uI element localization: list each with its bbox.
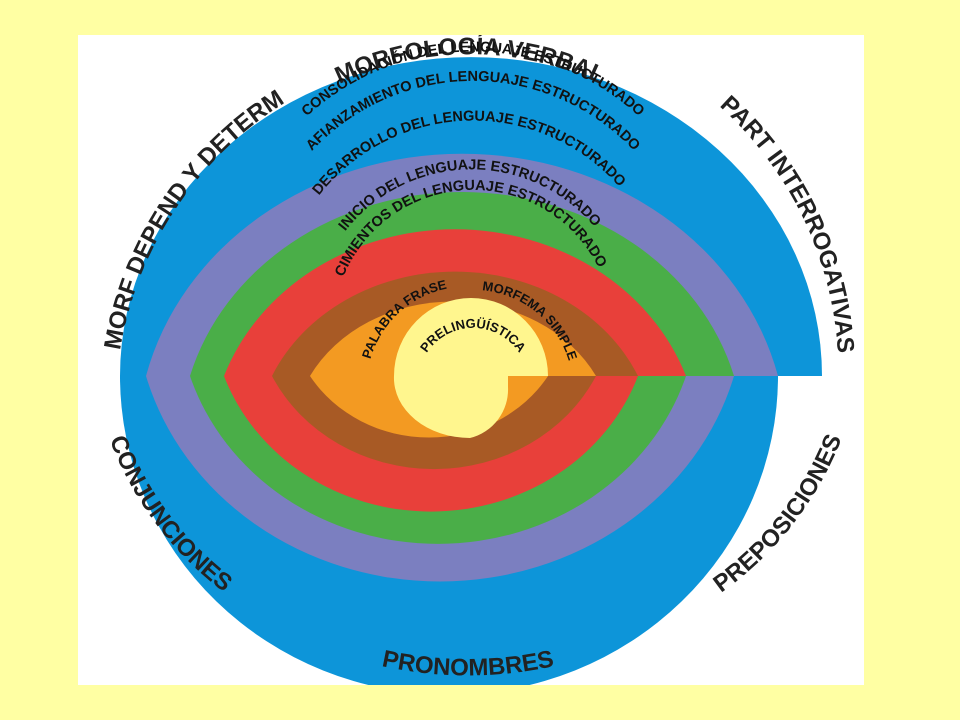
language-spiral-diagram: MORFOLOGÍA VERBAL MORF DEPEND Y DETERM P… — [99, 35, 859, 685]
band-prelinguistica — [393, 298, 548, 439]
diagram-panel: MORFOLOGÍA VERBAL MORF DEPEND Y DETERM P… — [78, 35, 864, 685]
